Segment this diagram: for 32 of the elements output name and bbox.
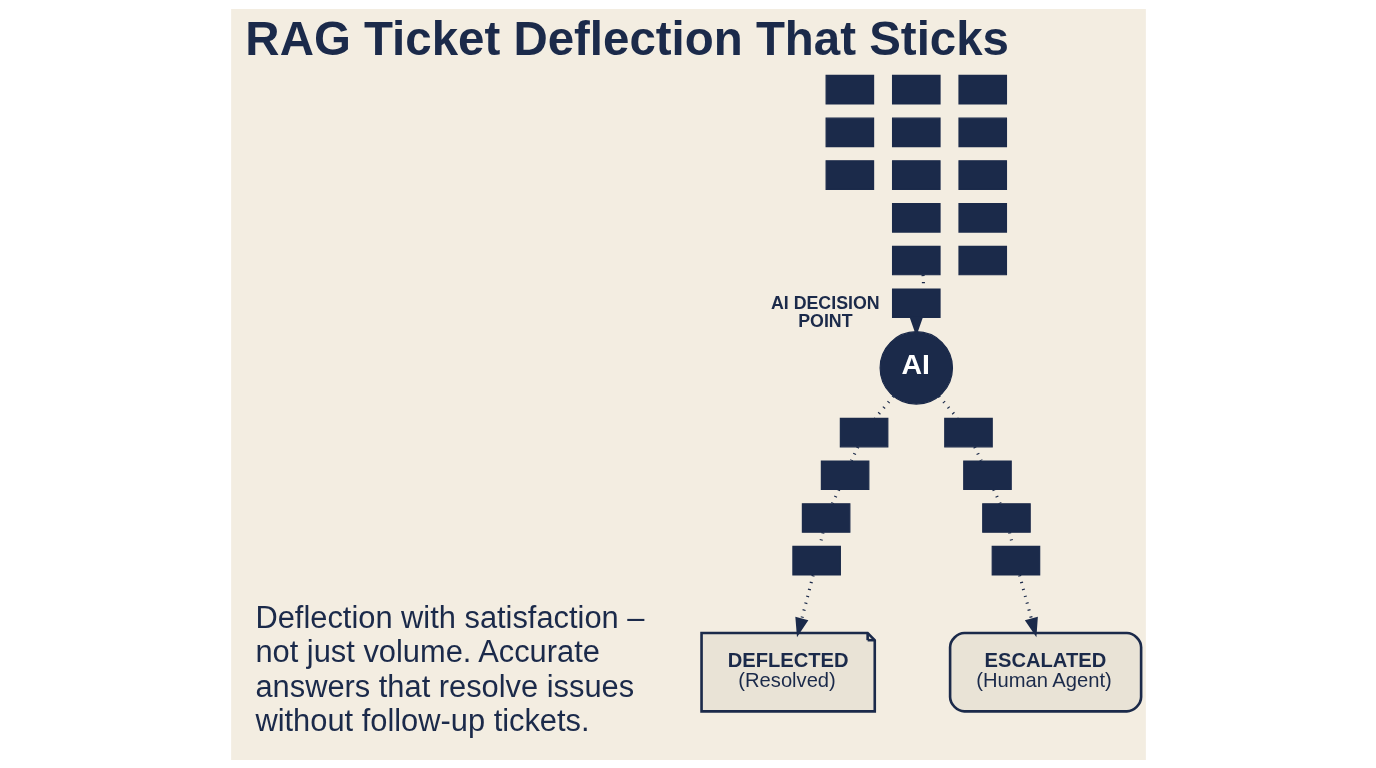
label: Deflection with satisfaction – not just volume. Accurate answers that resolve issues without follow-up tickets. bbox=[254, 599, 644, 738]
node-envelope bbox=[957, 74, 1007, 104]
node-envelope bbox=[943, 417, 993, 447]
node-envelope bbox=[820, 459, 869, 490]
arrow bbox=[794, 574, 815, 637]
node-envelope bbox=[825, 159, 874, 190]
connector bbox=[873, 394, 895, 419]
node-envelope bbox=[825, 117, 874, 147]
node-envelope bbox=[991, 545, 1040, 575]
node-envelope bbox=[839, 417, 888, 447]
node-envelope bbox=[981, 502, 1031, 533]
node-envelope bbox=[957, 159, 1007, 190]
node-envelope bbox=[891, 202, 941, 233]
connector bbox=[849, 445, 859, 461]
node-envelope bbox=[825, 74, 874, 104]
connector bbox=[830, 488, 840, 504]
connector bbox=[991, 488, 1002, 504]
node-envelope bbox=[791, 545, 841, 575]
node-envelope bbox=[891, 245, 941, 275]
node-circle: AI bbox=[879, 330, 953, 405]
node-envelope bbox=[891, 74, 941, 104]
node-envelope bbox=[957, 245, 1007, 275]
node-box: ESCALATED (Human Agent) bbox=[948, 631, 1142, 713]
node-envelope bbox=[891, 159, 941, 190]
node-envelope bbox=[891, 117, 941, 147]
arrow bbox=[1017, 574, 1038, 637]
node-envelope bbox=[801, 502, 850, 533]
node-envelope bbox=[957, 202, 1007, 233]
node-label: AI DECISION POINT bbox=[770, 292, 880, 331]
node-envelope bbox=[957, 117, 1007, 147]
diagram-title: RAG Ticket Deflection That Sticks bbox=[244, 11, 1009, 65]
node-envelope bbox=[962, 459, 1012, 490]
